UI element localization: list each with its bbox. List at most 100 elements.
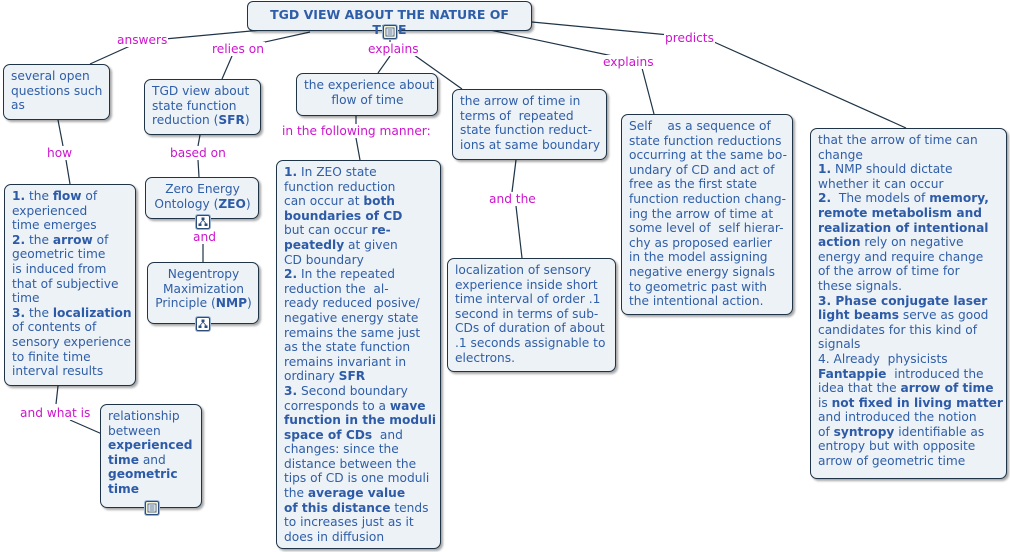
text-part: identifiable as: [894, 424, 985, 439]
node-text-line: state function reductions: [629, 133, 782, 148]
concept-map-icon[interactable]: [196, 317, 210, 331]
connector-andwhat-relationship: [69, 419, 103, 435]
text-part: ): [247, 296, 252, 311]
root-concept-title[interactable]: TGD VIEW ABOUT THE NATURE OF TIME: [247, 1, 532, 36]
concept-zeo[interactable]: Zero Energy Ontology (ZEO): [145, 177, 259, 219]
connector-predicts-list: [713, 41, 907, 129]
node-text-line: chy as proposed earlier: [629, 235, 773, 250]
node-text-line: idea that the arrow of time: [818, 381, 1000, 396]
text-part: and: [138, 452, 166, 467]
text-bold: syntropy: [833, 424, 895, 439]
link-label-predicts: predicts: [664, 31, 715, 45]
concept-experience-flow[interactable]: the experience about flow of time: [296, 73, 438, 116]
node-text-line: that of subjective: [12, 276, 119, 291]
text-bold: remote metabolism and: [818, 205, 982, 220]
text-bold: space of CDs: [284, 427, 373, 442]
text-bold: memory,: [929, 191, 989, 206]
node-text-line: Negentropy: [167, 267, 240, 281]
node-text-line: tips of CD is one moduli: [284, 471, 430, 486]
node-text-line: action rely on negative: [818, 235, 1000, 250]
connector-explains-arrow: [409, 51, 463, 90]
concept-open-questions[interactable]: several open questions such as: [3, 64, 110, 120]
document-icon[interactable]: [383, 25, 397, 39]
node-text-line: TGD view about: [152, 84, 250, 98]
document-icon-glyph: [147, 503, 157, 513]
node-text-line: second in terms of sub-: [455, 306, 599, 321]
concept-map-icon[interactable]: [196, 215, 210, 229]
node-text-line: can occur at both: [284, 194, 434, 209]
text-bold: geometric: [108, 467, 178, 482]
node-text-line: free as the first state: [629, 177, 758, 192]
concept-arrow-of-time[interactable]: the arrow of time in terms of repeated s…: [452, 89, 607, 160]
concept-sfr-view[interactable]: TGD view about state function reduction …: [144, 79, 261, 135]
node-text-line: Self as a sequence of: [629, 119, 771, 133]
node-text-line: between: [108, 423, 161, 438]
text-bold: light beams: [818, 308, 899, 323]
node-text-line: the intentional action.: [629, 294, 764, 309]
node-text-line: Fantappie introduced the: [818, 367, 1000, 382]
node-text-line: whether it can occur: [818, 176, 944, 191]
text-part: corresponds to a: [284, 398, 390, 413]
node-text-line: 2. The models of memory,: [818, 191, 1000, 206]
node-text-line: Ontology (ZEO): [153, 197, 252, 212]
concept-self-reductions[interactable]: Self as a sequence of state function red…: [621, 114, 793, 315]
node-text-line: function reduction chang-: [629, 191, 787, 206]
link-label-and-the: and the: [488, 192, 537, 206]
node-text-line: signals: [818, 337, 861, 352]
connector-how-list: [65, 159, 71, 185]
node-text-line: these signals.: [818, 278, 902, 293]
text-bold: arrow of time: [900, 381, 994, 396]
concept-nmp[interactable]: Negentropy Maximization Principle (NMP): [147, 262, 259, 324]
node-text-line: time interval of order .1: [455, 292, 601, 307]
text-part: In ZEO state: [297, 165, 377, 179]
node-text-line: 3. Phase conjugate laser: [818, 294, 1000, 309]
node-text-line: peatedly at given: [284, 238, 434, 253]
node-text-line: distance between the: [284, 456, 417, 471]
node-text-line: to increases just as it: [284, 515, 414, 530]
text-part: The models of: [831, 191, 930, 206]
node-text-line: experience inside short: [455, 277, 598, 292]
text-bold: localization: [52, 305, 132, 320]
node-text-line: of the arrow of time for: [818, 264, 960, 279]
text-bold: of this distance: [284, 500, 391, 515]
text-bold: 2.: [818, 191, 832, 206]
node-text-line: energy and require change: [818, 249, 984, 264]
node-text-line: remains invariant in: [284, 354, 407, 369]
node-text-line: experienced: [12, 203, 88, 218]
concept-predictions[interactable]: that the arrow of time can change 1. NMP…: [810, 128, 1007, 479]
node-text-line: light beams serve as good: [818, 308, 1000, 323]
concept-zeo-explanation[interactable]: 1. In ZEO state function reduction can o…: [276, 160, 441, 549]
text-bold: Fantappie: [818, 366, 887, 381]
text-bold: realization of intentional: [818, 220, 989, 235]
text-part: NMP should dictate: [831, 162, 953, 177]
node-text-line: time and: [108, 453, 195, 468]
concept-relationship[interactable]: relationship between experienced time an…: [100, 404, 202, 508]
node-text-line: arrow of geometric time: [818, 454, 966, 469]
text-part: tends: [390, 500, 429, 515]
text-bold: NMP: [215, 296, 248, 311]
link-label-relies-on: relies on: [211, 42, 265, 56]
concept-localization[interactable]: localization of sensory experience insid…: [447, 258, 616, 372]
text-bold: 1.: [284, 165, 298, 179]
node-text-line: 2. In the repeated: [284, 267, 434, 282]
text-bold: 2.: [12, 232, 26, 247]
node-text-line: ready reduced posive/: [284, 296, 420, 311]
node-text-line: change: [818, 147, 863, 162]
text-bold: experienced: [108, 438, 193, 453]
text-part: of: [92, 232, 109, 247]
text-bold: Phase conjugate laser: [831, 293, 988, 308]
node-text-line: the experience about: [304, 78, 435, 92]
node-text-line: that the arrow of time can: [818, 133, 978, 147]
text-bold: peatedly: [284, 237, 345, 252]
concept-how-list[interactable]: 1. the flow of experienced time emerges …: [4, 184, 136, 386]
text-part: rely on negative: [860, 235, 964, 250]
text-bold: 2.: [284, 267, 298, 282]
document-icon[interactable]: [145, 501, 159, 515]
node-text-line: of this distance tends: [284, 501, 434, 516]
link-label-explains: explains: [367, 42, 420, 56]
node-text-line: and introduced the notion: [818, 410, 977, 425]
text-part: the: [25, 232, 53, 247]
text-bold: 1.: [818, 162, 832, 177]
node-text-line: to finite time: [12, 349, 91, 364]
connector-list-andwhat: [55, 385, 59, 405]
